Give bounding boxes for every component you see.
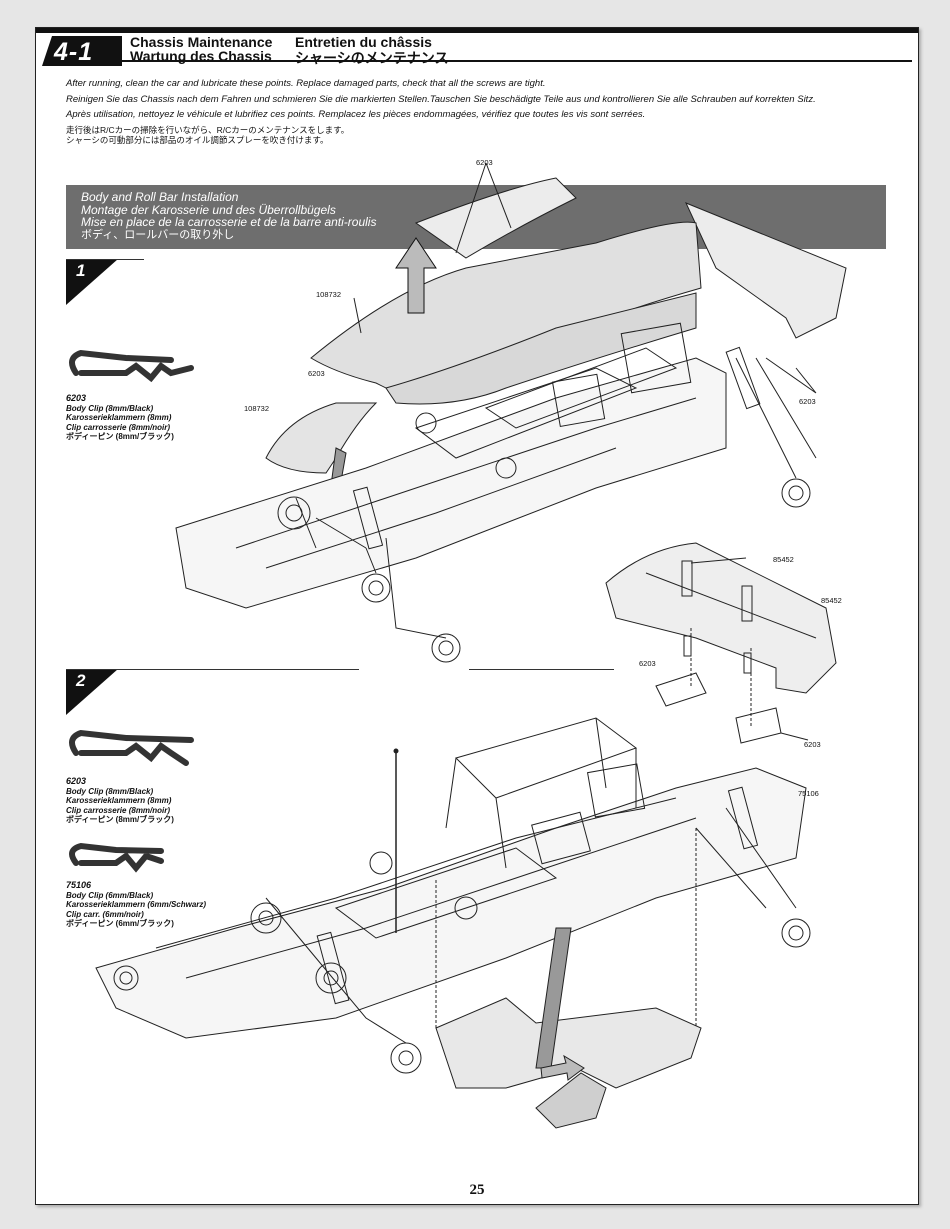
step-1-rule <box>66 259 144 260</box>
title-en: Chassis Maintenance <box>130 34 273 50</box>
clip-75106-icon <box>69 842 164 873</box>
subsection-en: Body and Roll Bar Installation <box>81 190 239 204</box>
rollcage <box>445 717 638 869</box>
title-de: Wartung des Chassis <box>130 48 272 64</box>
part-label-108732-b: 108732 <box>244 404 270 413</box>
part-label-6203-wing: 6203 <box>639 659 656 668</box>
page-number: 25 <box>469 1182 485 1198</box>
clip3-de: Karosserieklammern (6mm/Schwarz) <box>66 900 207 909</box>
part-label-85452-a: 85452 <box>773 555 794 564</box>
clip1-de: Karosserieklammern (8mm) <box>66 413 172 422</box>
clip-6203-icon-1 <box>69 349 194 383</box>
clip2-en: Body Clip (8mm/Black) <box>66 786 154 796</box>
intro-de: Reinigen Sie das Chassis nach dem Fahren… <box>66 93 816 105</box>
clip1-jp: ボディーピン (8mm/ブラック) <box>66 432 174 441</box>
title-fr: Entretien du châssis <box>295 34 432 50</box>
clip-info-75106: 75106 Body Clip (6mm/Black) Karosseriekl… <box>66 880 207 929</box>
side-guard <box>435 997 702 1089</box>
clip2-code: 6203 <box>66 776 87 786</box>
part-label-6203-wing-right: 6203 <box>804 740 821 749</box>
clip3-jp: ボディーピン (6mm/ブラック) <box>66 919 174 928</box>
subsection-de: Montage der Karosserie und des Überrollb… <box>81 202 336 217</box>
chassis-1-frame <box>175 357 727 609</box>
clip1-en: Body Clip (8mm/Black) <box>66 403 154 413</box>
clip3-en: Body Clip (6mm/Black) <box>66 890 154 900</box>
section-tag: 4-1 <box>42 36 122 66</box>
step-1-number: 1 <box>76 261 86 280</box>
chassis-2-frame <box>95 767 807 1039</box>
subsection-jp: ボディ、ロールバーの取り外し <box>81 228 235 241</box>
clip3-fr: Clip carr. (6mm/noir) <box>66 909 144 919</box>
part-label-6203-left: 6203 <box>308 369 325 378</box>
side-guard-front <box>535 1072 607 1129</box>
top-rule <box>36 28 918 33</box>
manual-page: 4-1 Chassis Maintenance Entretien du châ… <box>35 27 919 1205</box>
step-2-rule-right <box>469 669 614 670</box>
clip-info-6203-1: 6203 Body Clip (8mm/Black) Karosseriekla… <box>66 393 174 442</box>
assembly-illustration <box>69 162 847 1129</box>
part-label-6203-right: 6203 <box>799 397 816 406</box>
intro-en: After running, clean the car and lubrica… <box>66 78 546 89</box>
part-label-75106: 75106 <box>798 789 819 798</box>
clip1-code: 6203 <box>66 393 87 403</box>
section-number: 4-1 <box>54 38 94 66</box>
title-underline <box>122 60 912 62</box>
clip2-de: Karosserieklammern (8mm) <box>66 796 172 805</box>
intro-fr: Après utilisation, nettoyez le véhicule … <box>66 109 646 120</box>
intro-jp-1: 走行後はR/Cカーの掃除を行いながら、R/Cカーのメンテナンスをします。 <box>66 124 350 135</box>
part-label-6203-top: 6203 <box>476 158 493 167</box>
clip1-fr: Clip carrosserie (8mm/noir) <box>66 422 171 432</box>
step-2-rule-left <box>66 669 359 670</box>
clip2-jp: ボディーピン (8mm/ブラック) <box>66 815 174 824</box>
wing-upper <box>685 202 847 339</box>
clip-info-6203-2: 6203 Body Clip (8mm/Black) Karosseriekla… <box>66 776 174 825</box>
clip-6203-icon-2 <box>69 729 194 766</box>
clip2-fr: Clip carrosserie (8mm/noir) <box>66 805 171 815</box>
wing-step2 <box>605 542 837 694</box>
front-cover <box>265 402 378 474</box>
part-label-108732-a: 108732 <box>316 290 342 299</box>
clip-drawings <box>69 349 194 873</box>
subsection-fr: Mise en place de la carrosserie et de la… <box>81 215 377 229</box>
intro-text: After running, clean the car and lubrica… <box>66 78 896 145</box>
clip3-code: 75106 <box>66 880 92 890</box>
step-2-number: 2 <box>76 671 86 690</box>
rollbar-top <box>414 177 577 259</box>
intro-jp-2: シャーシの可動部分には部品のオイル調節スプレーを吹き付けます。 <box>66 134 329 145</box>
part-label-85452-b: 85452 <box>821 596 842 605</box>
lift-arrow <box>395 237 437 314</box>
install-arrow <box>540 1054 585 1081</box>
title-jp: シャーシのメンテナンス <box>295 50 449 66</box>
